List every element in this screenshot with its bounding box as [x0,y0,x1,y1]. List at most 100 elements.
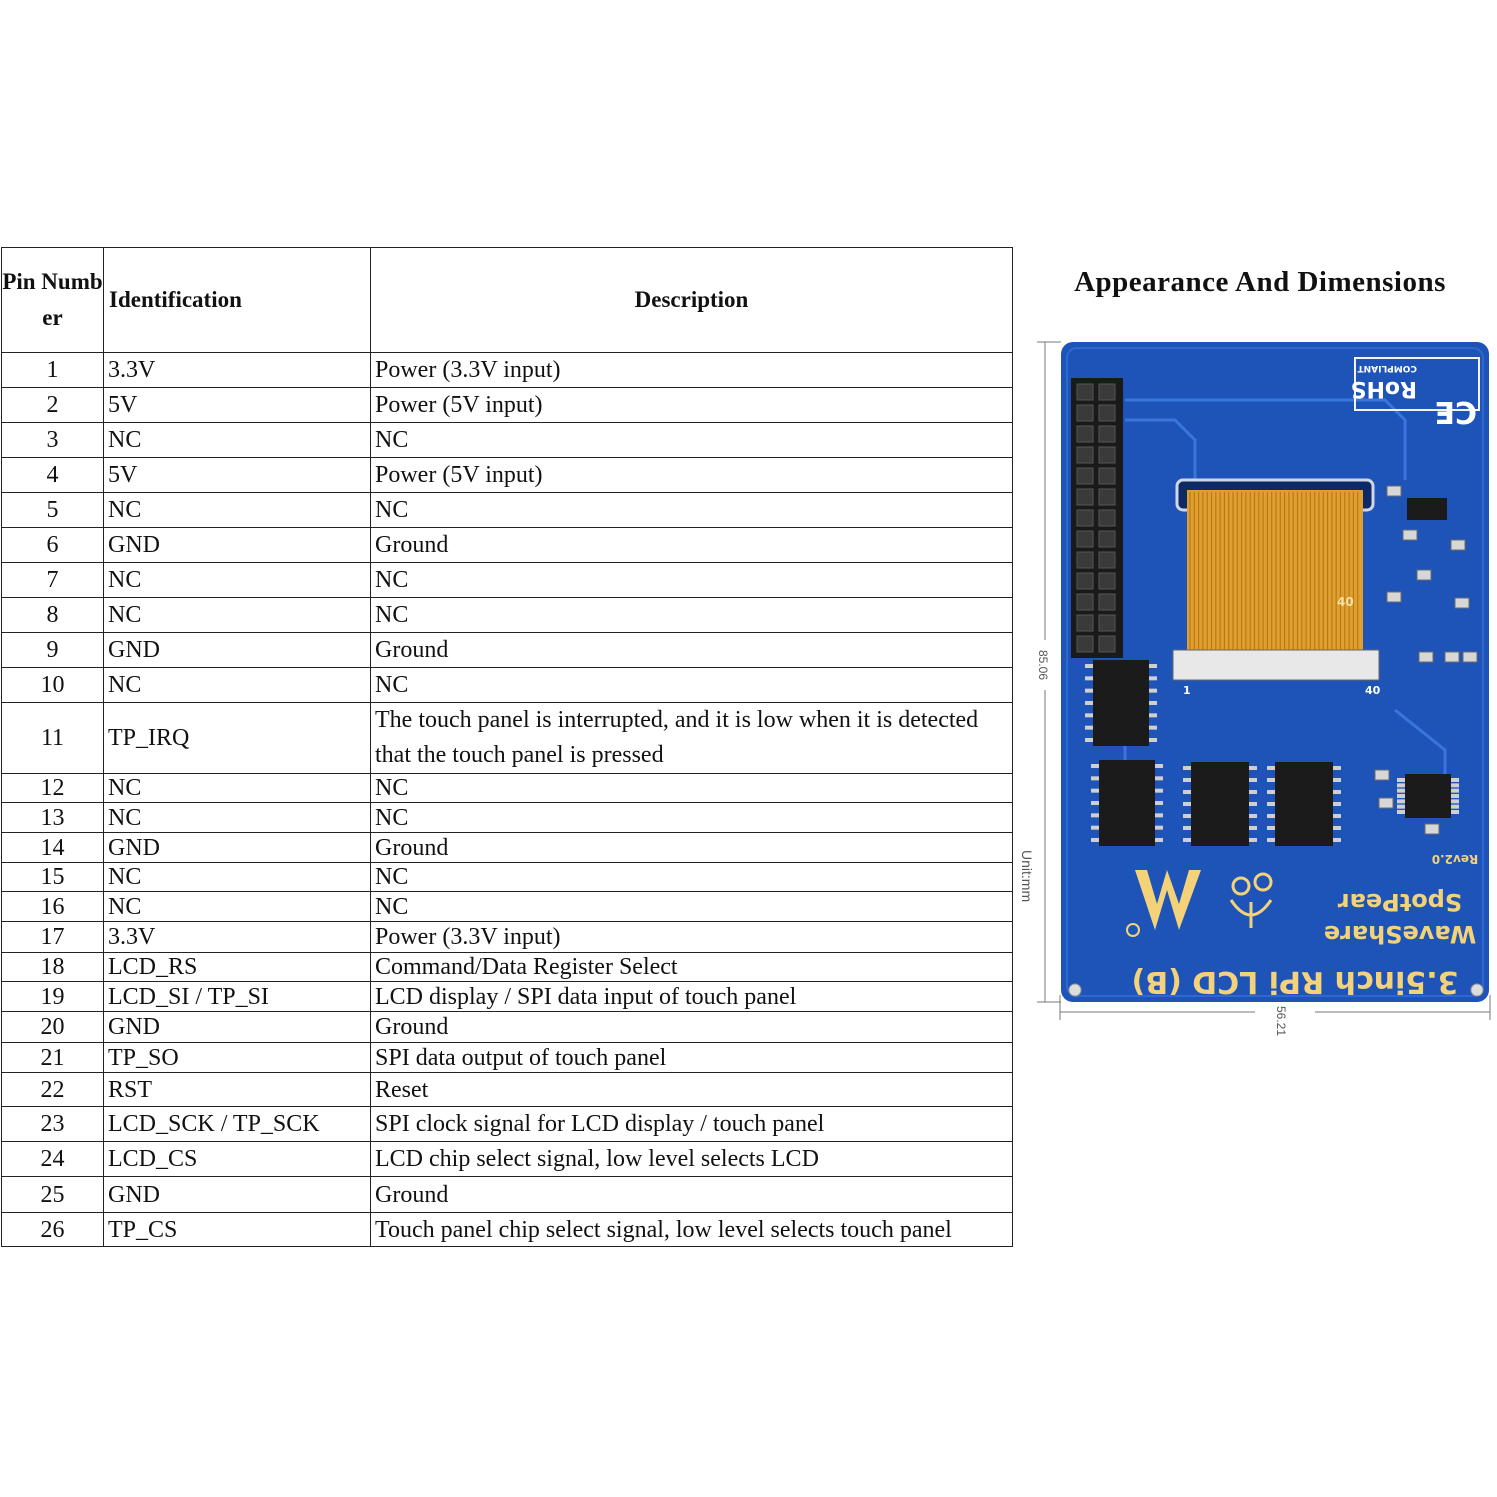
ic-pin [1249,766,1257,770]
ic-pin [1183,790,1191,794]
ic-pin [1333,766,1341,770]
pin-number-cell: 18 [1,952,104,982]
identification-cell: 3.3V [103,921,371,953]
identification-cell: NC [103,562,371,598]
identification-cell: 5V [103,457,371,493]
description-cell: Ground [370,632,1013,668]
identification-cell: RST [103,1072,371,1107]
header-pin [1098,593,1116,611]
ic-pin [1155,838,1163,842]
table-header-row: Pin Number Identification Description [1,247,1013,353]
header-pin [1098,551,1116,569]
ic-pin [1451,799,1459,804]
ic-pin [1267,838,1275,842]
description-cell: Ground [370,527,1013,563]
ic-pin [1397,804,1405,809]
pin-number-cell: 23 [1,1106,104,1142]
identification-cell: NC [103,597,371,633]
ic-pin [1155,813,1163,818]
smd-part [1374,769,1390,781]
identification-cell: 5V [103,387,371,423]
ic-pin [1267,814,1275,818]
identification-cell: TP_IRQ [103,702,371,774]
ce-mark: CE [1434,394,1477,429]
description-cell: SPI data output of touch panel [370,1042,1013,1073]
ic-pin [1397,810,1405,814]
dimension-lines [1037,341,1491,1020]
brand-waveshare: WaveShare [1324,920,1476,948]
unit-label: Unit:mm [1019,850,1035,902]
ic-pin [1333,814,1341,818]
header-pin [1098,614,1116,632]
ic-pin [1397,788,1405,793]
description-cell: Power (5V input) [370,387,1013,423]
header-pin [1076,635,1094,653]
ic-pin [1267,766,1275,770]
fpc-connector [1172,649,1380,681]
description-cell: NC [370,492,1013,528]
identification-cell: NC [103,773,371,803]
ic-pin [1183,778,1191,782]
pin-number-cell: 17 [1,921,104,953]
ic-pin [1333,838,1341,842]
description-cell: NC [370,862,1013,892]
smd-part [1386,591,1402,603]
header-pin [1076,446,1094,464]
pin-number-cell: 10 [1,667,104,703]
silkscreen: 3.5inch RPi LCD (B) WaveShare SpotPear R… [1126,852,1478,999]
header-pin [1098,572,1116,590]
pcb-board: RoHS COMPLIANT CE 40 1 40 3.5inch RPi LC… [1061,342,1489,1002]
smd-part [1402,529,1418,541]
mount-hole-br [1470,983,1484,997]
fpc-lines [1189,492,1359,656]
ic-pin [1091,825,1099,830]
pin-number-cell: 8 [1,597,104,633]
ic-pin [1451,794,1459,798]
ic-pin [1091,788,1099,793]
ic-pin [1091,813,1099,818]
ic-pin [1149,701,1157,705]
header-pin [1098,635,1116,653]
pcb-highlight [1066,347,1484,997]
rohs-box [1354,357,1480,411]
identification-cell: NC [103,667,371,703]
header-pin [1098,488,1116,506]
ic-pin [1085,701,1093,705]
ic-pin [1451,810,1459,814]
pin-number-cell: 3 [1,422,104,458]
header-pins [1076,383,1116,653]
description-cell: Power (5V input) [370,457,1013,493]
revision: Rev2.0 [1432,852,1478,866]
spotpear-logo [1229,872,1273,928]
pin-number-cell: 7 [1,562,104,598]
ic-pin [1183,838,1191,842]
pin-number-cell: 4 [1,457,104,493]
header-pin [1098,425,1116,443]
smd-part [1424,823,1440,835]
smd-part [1454,597,1470,609]
identification-cell: 3.3V [103,352,371,388]
smd-part [1386,485,1402,497]
ic-pin [1397,778,1405,782]
header-pin [1076,572,1094,590]
identification-cell: GND [103,1176,371,1213]
identification-cell: GND [103,527,371,563]
ic-pin [1397,799,1405,804]
description-cell: The touch panel is interrupted, and it i… [370,702,1013,774]
board-figure: 85.06 56.21 Unit:mm RoHS COMPLIANT CE 40 [1019,341,1491,1036]
description-cell: Command/Data Register Select [370,952,1013,982]
header-pin [1076,404,1094,422]
ic-pin [1267,790,1275,794]
pin-number-cell: 13 [1,802,104,833]
